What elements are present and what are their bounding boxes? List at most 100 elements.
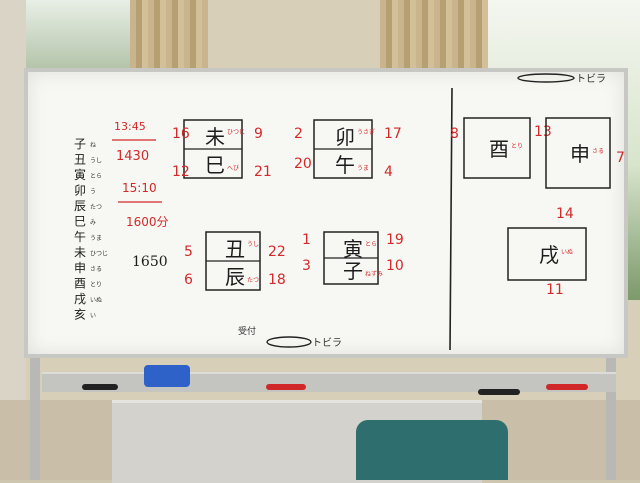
box-number: 3 [302, 258, 311, 274]
box-number: 18 [268, 272, 286, 288]
box-top-reading: とり [511, 143, 523, 150]
zodiac-list-note: たつ [90, 204, 102, 211]
zodiac-box: 申さる 7 [545, 117, 625, 189]
door-shape-bottom [266, 336, 312, 348]
zodiac-list-note: とら [90, 173, 102, 180]
box-top-kanji: 寅 [343, 237, 363, 261]
box-top-reading: うし [247, 241, 259, 248]
box-bottom-reading: ねずみ [365, 270, 383, 278]
zodiac-list-item: 午 [74, 230, 86, 244]
box-top-kanji: 未 [205, 125, 225, 149]
box-top-kanji: 申 [570, 142, 590, 166]
red-marker [546, 384, 588, 390]
box-number: 7 [616, 150, 625, 166]
box-number: 16 [172, 126, 190, 142]
box-top-reading: とら [365, 241, 377, 248]
box-top-reading: ひつじ [227, 129, 245, 136]
time-5: 1650 [132, 254, 168, 270]
board-divider-line [449, 87, 453, 351]
zodiac-list-note: い [90, 313, 96, 320]
box-number: 10 [386, 258, 404, 274]
box-top-reading: さる [592, 148, 604, 155]
zodiac-list-note: うし [90, 158, 102, 165]
box-number: 9 [254, 126, 263, 142]
zodiac-list-note: ひつじ [90, 251, 108, 258]
chair-back [356, 420, 508, 480]
box-number: 17 [384, 126, 402, 142]
zodiac-list-note: う [90, 189, 96, 196]
box-top-kanji: 戌 [539, 243, 559, 267]
box-number: 20 [294, 156, 312, 172]
box-top-kanji: 酉 [489, 137, 509, 161]
box-number: 14 [556, 206, 574, 222]
whiteboard-writing: トビラ 13:45 1430 15:10 1600分 1650 子ね丑うし寅とら… [74, 73, 625, 351]
box-top-kanji: 丑 [225, 237, 245, 261]
box-outline [463, 117, 531, 179]
zodiac-list-note: さる [90, 266, 102, 273]
zodiac-list-item: 卯 [74, 184, 86, 198]
marker-tray [42, 372, 616, 392]
zodiac-list: 子ね丑うし寅とら卯う辰たつ巳み午うま未ひつじ申さる酉とり戌いぬ亥い [74, 137, 108, 322]
zodiac-box: 酉とり 8 13 [450, 117, 552, 179]
box-number: 1 [302, 232, 311, 248]
box-top-reading: いぬ [561, 249, 573, 256]
zodiac-box: 寅とら子ねずみ 1 19 3 10 [302, 231, 404, 285]
zodiac-list-item: 巳 [74, 215, 86, 229]
box-number: 2 [294, 126, 303, 142]
zodiac-box: 未ひつじ巳へび 16 9 12 21 [172, 119, 272, 180]
box-number: 12 [172, 164, 190, 180]
zodiac-list-item: 辰 [74, 199, 86, 213]
zodiac-list-item: 申 [74, 261, 86, 275]
box-number: 8 [450, 126, 459, 142]
zodiac-list-item: 丑 [74, 153, 86, 167]
zodiac-list-note: み [90, 220, 96, 227]
box-outline [507, 227, 587, 281]
box-number: 11 [546, 282, 564, 298]
door-label-bottom: トビラ [312, 337, 342, 349]
zodiac-list-item: 酉 [74, 277, 86, 291]
door-label-top: トビラ [576, 73, 606, 85]
box-bottom-reading: へび [227, 164, 239, 172]
zodiac-list-item: 亥 [74, 308, 86, 322]
black-marker [82, 384, 118, 390]
zodiac-list-note: ね [90, 142, 96, 149]
box-bottom-kanji: 午 [335, 153, 355, 177]
zodiac-box: 卯うさぎ午うま 2 17 20 4 [294, 119, 402, 180]
zodiac-list-item: 戌 [74, 292, 86, 306]
zodiac-list-note: うま [90, 235, 102, 242]
door-shape-top [517, 73, 575, 83]
box-number: 19 [386, 232, 404, 248]
time-2: 1430 [116, 149, 149, 164]
box-number: 22 [268, 244, 286, 260]
time-1: 13:45 [114, 120, 146, 133]
whiteboard [24, 68, 628, 358]
box-top-reading: うさぎ [357, 128, 375, 136]
box-top-kanji: 卯 [335, 125, 355, 149]
zodiac-list-note: いぬ [90, 297, 102, 304]
box-bottom-kanji: 辰 [225, 265, 245, 289]
box-number: 13 [534, 124, 552, 140]
zodiac-box: 丑うし辰たつ 5 22 6 18 [184, 231, 286, 291]
red-marker [266, 384, 306, 390]
board-eraser [144, 365, 190, 387]
zodiac-box: 戌いぬ 14 11 [507, 206, 587, 298]
box-number: 21 [254, 164, 272, 180]
box-number: 5 [184, 244, 193, 260]
box-bottom-reading: たつ [247, 277, 259, 284]
time-4: 1600分 [126, 215, 169, 229]
time-3: 15:10 [122, 181, 157, 195]
box-bottom-reading: うま [357, 165, 369, 172]
zodiac-list-note: とり [90, 282, 102, 289]
box-number: 6 [184, 272, 193, 288]
box-outline [545, 117, 611, 189]
zodiac-list-item: 未 [74, 246, 86, 260]
box-bottom-kanji: 巳 [205, 153, 225, 177]
door-label-bottom-prefix: 受付 [238, 325, 256, 337]
box-bottom-kanji: 子 [343, 259, 363, 283]
zodiac-list-item: 子 [74, 137, 86, 151]
box-number: 4 [384, 164, 393, 180]
zodiac-list-item: 寅 [74, 167, 86, 182]
black-marker [478, 389, 520, 395]
